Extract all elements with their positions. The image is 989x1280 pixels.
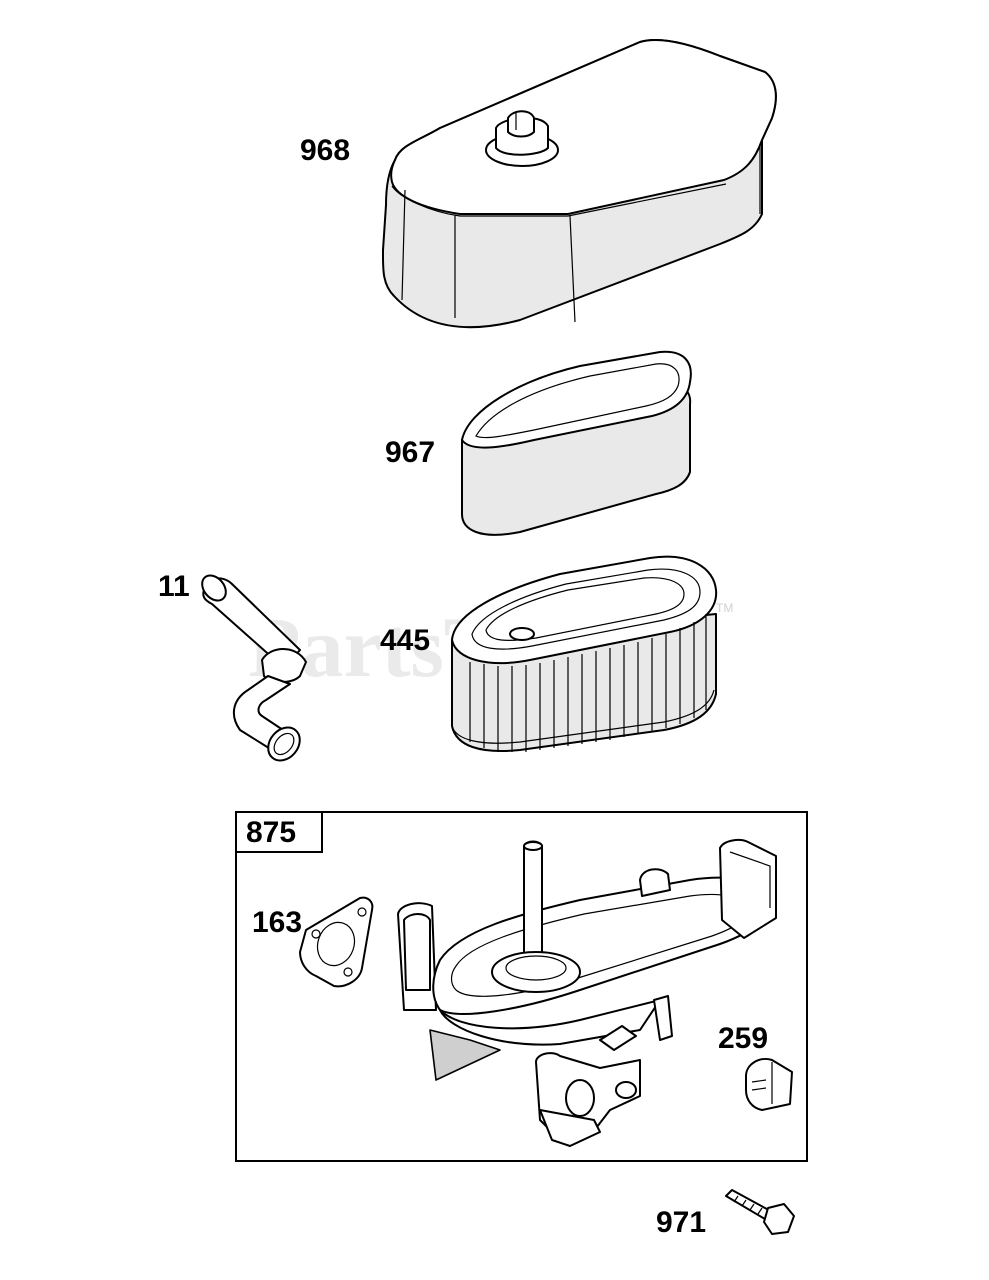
label-445: 445	[380, 624, 430, 657]
kit-box	[235, 811, 808, 1162]
label-967: 967	[385, 436, 435, 469]
label-163: 163	[252, 906, 302, 939]
air-filter-drawing	[451, 555, 718, 752]
air-cleaner-cover-drawing	[381, 39, 777, 329]
label-875: 875	[246, 816, 296, 849]
breather-tube-drawing	[201, 574, 307, 762]
label-968: 968	[300, 134, 350, 167]
kit-label-box	[235, 811, 323, 853]
label-11: 11	[158, 570, 190, 603]
clip-drawing	[745, 1058, 793, 1111]
screw-drawing	[725, 1189, 795, 1235]
label-971: 971	[656, 1206, 706, 1239]
gasket-drawing	[299, 896, 374, 988]
air-cleaner-base-drawing	[397, 839, 777, 1147]
watermark-trademark: TM	[716, 601, 733, 615]
label-259: 259	[718, 1022, 768, 1055]
pre-cleaner-drawing	[461, 350, 692, 536]
